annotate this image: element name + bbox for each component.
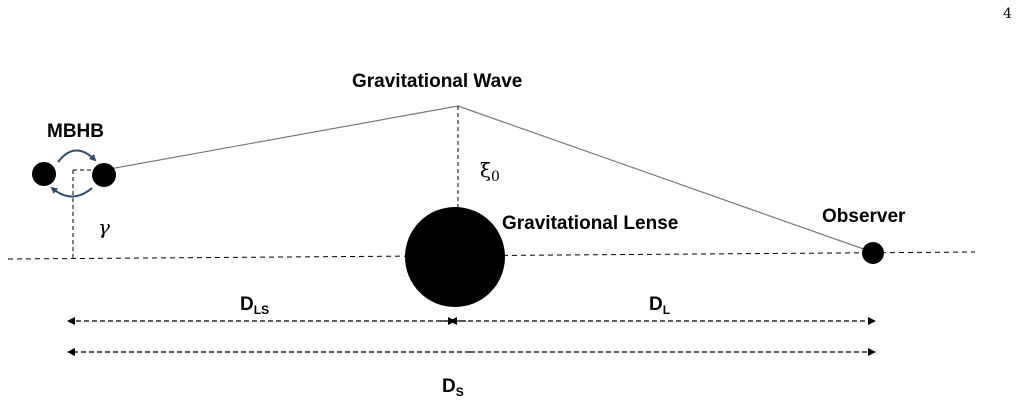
- label-xi: ξ0: [480, 158, 500, 185]
- orbit-arrow-bottom-icon: [50, 186, 93, 198]
- black-hole-left: [32, 162, 56, 186]
- label-gamma: γ: [98, 215, 110, 239]
- orbit-arrow-top-icon: [57, 149, 97, 163]
- label-d-s: DS: [442, 376, 464, 399]
- label-d-ls: DLS: [240, 294, 269, 317]
- page-number: 4: [1003, 6, 1012, 22]
- label-observer: Observer: [822, 206, 906, 227]
- ray-source-to-wave: [103, 105, 459, 171]
- label-d-l: DL: [649, 294, 670, 317]
- observer-point: [862, 242, 884, 264]
- gravitational-lens: [405, 207, 505, 307]
- black-hole-right: [92, 163, 116, 187]
- optical-axis: [7, 251, 976, 260]
- label-gravitational-lens: Gravitational Lense: [502, 213, 678, 234]
- ray-wave-to-observer: [457, 105, 873, 253]
- label-gravitational-wave: Gravitational Wave: [352, 71, 522, 92]
- label-mbhb: MBHB: [47, 121, 104, 142]
